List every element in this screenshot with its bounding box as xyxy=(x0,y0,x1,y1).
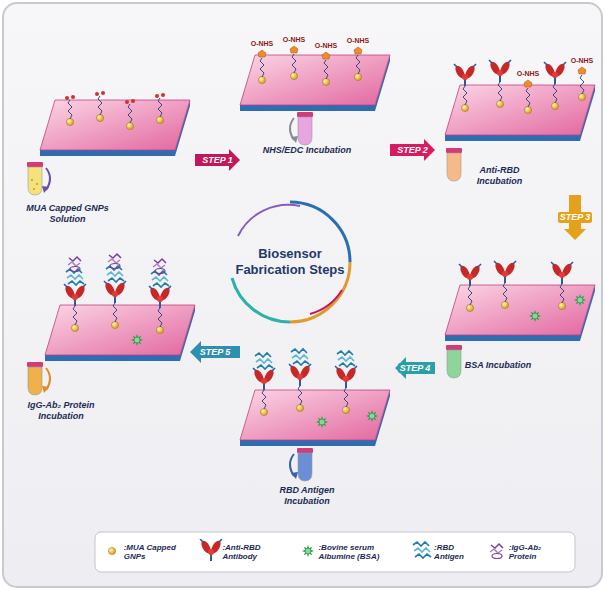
legend-item: :Bovine serum Albumine (BSA) xyxy=(296,539,410,565)
legend-item: :Anti-RBD Antibody xyxy=(199,539,296,565)
tube xyxy=(27,162,50,195)
step-arrow xyxy=(190,341,240,363)
stage-label: MUA Capped GNPs Solution xyxy=(20,203,115,225)
electrode-stage-1 xyxy=(240,46,390,111)
group-label: O-NHS xyxy=(315,42,338,49)
step-arrow xyxy=(195,149,240,171)
group-label: O-NHS xyxy=(347,37,370,44)
stage-label: IgG-Ab₂ Protein Incubation xyxy=(20,400,102,422)
stage-label: BSA Incubation xyxy=(462,360,534,371)
electrode-stage-5 xyxy=(45,254,195,361)
group-label: O-NHS xyxy=(283,36,306,43)
legend-symbol xyxy=(296,539,318,565)
electrode-stage-0 xyxy=(40,91,190,156)
legend-item: :MUA Capped GNPs xyxy=(100,539,199,565)
electrode-stage-3 xyxy=(445,261,595,341)
step-label: STEP 4 xyxy=(398,363,433,374)
step-label: STEP 1 xyxy=(200,155,235,166)
group-label: O-NHS xyxy=(251,40,274,47)
tube xyxy=(290,448,313,481)
tube xyxy=(446,345,462,378)
fabrication-stage: MUA Capped GNPs Solution xyxy=(15,85,195,250)
electrode-stage-4 xyxy=(240,349,390,446)
legend-symbol xyxy=(199,539,223,565)
center-swirl xyxy=(232,202,350,322)
electrode-stage-2 xyxy=(445,60,595,141)
legend-symbol xyxy=(100,539,124,565)
tube xyxy=(27,362,50,395)
step-label: STEP 5 xyxy=(198,347,233,358)
step-label: STEP 2 xyxy=(395,145,430,156)
legend-symbol xyxy=(485,539,509,565)
step-arrow xyxy=(395,357,435,379)
legend-text: :Bovine serum Albumine (BSA) xyxy=(318,543,410,561)
stage-label: NHS/EDC Incubation xyxy=(262,145,352,156)
fabrication-stage: BSA Incubation xyxy=(435,240,600,395)
stage-label: RBD Antigen Incubation xyxy=(262,485,352,507)
group-label: O-NHS xyxy=(517,70,540,77)
tube xyxy=(446,148,462,181)
step-label: STEP 3 xyxy=(558,212,593,223)
legend-symbol xyxy=(410,539,434,565)
frame xyxy=(3,3,602,587)
diagram-title: Biosensor Fabrication Steps xyxy=(232,246,348,277)
legend-text: :Anti-RBD Antibody xyxy=(222,543,296,561)
legend-frame xyxy=(95,532,575,572)
legend: :MUA Capped GNPs :Anti-RBD Antibody :Bovin… xyxy=(100,535,570,569)
fabrication-stage: RBD Antigen Incubation xyxy=(240,325,395,510)
legend-text: :MUA Capped GNPs xyxy=(124,543,199,561)
tube xyxy=(290,112,313,145)
legend-item: :RBD Antigen xyxy=(410,539,485,565)
stage-label: Anti-RBD Incubation xyxy=(462,165,537,187)
legend-item: :IgG-Ab₂ Protein xyxy=(485,539,570,565)
legend-text: :IgG-Ab₂ Protein xyxy=(509,543,570,561)
step-arrow xyxy=(390,139,435,161)
group-label: O-NHS xyxy=(571,57,594,64)
legend-text: :RBD Antigen xyxy=(434,543,485,561)
fabrication-stage: IgG-Ab₂ Protein Incubation xyxy=(15,260,190,435)
